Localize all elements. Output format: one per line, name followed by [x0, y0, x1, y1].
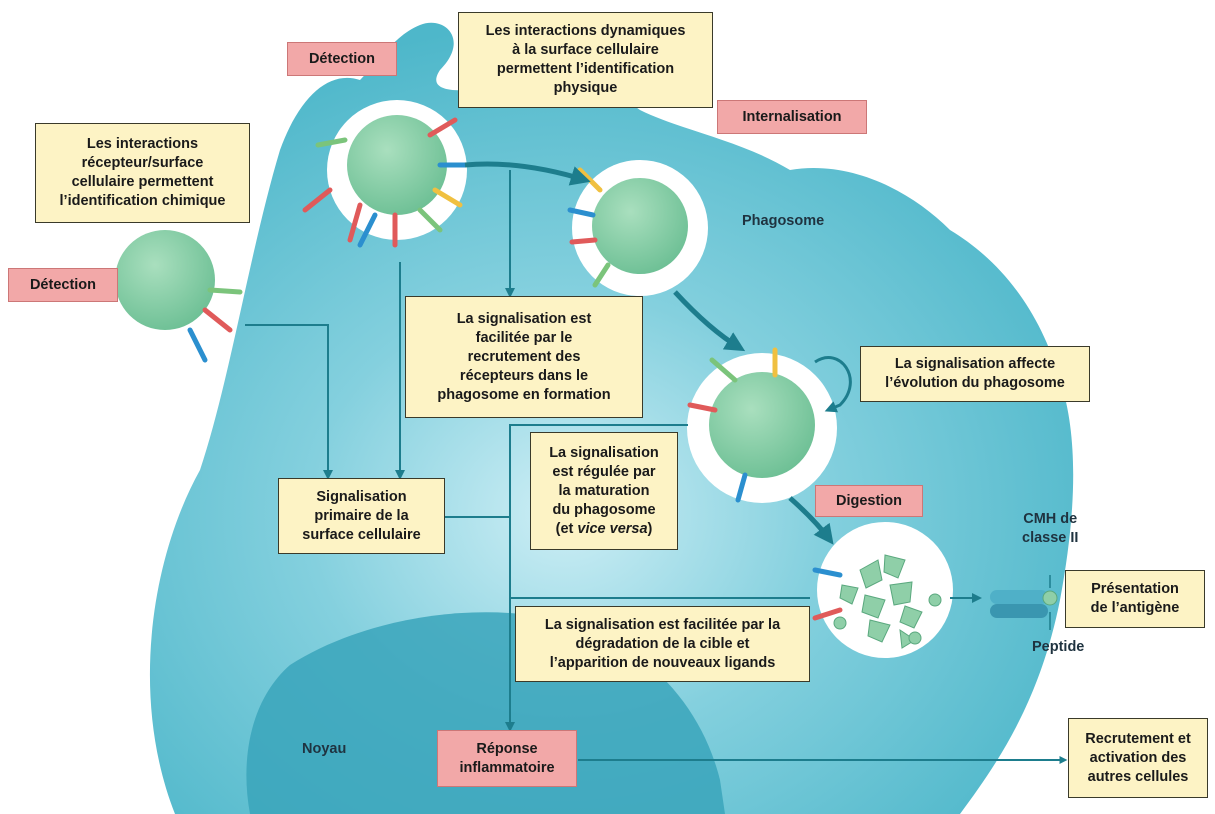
- box-line: l’apparition de nouveaux ligands: [549, 654, 776, 671]
- box-line: physique: [553, 80, 618, 96]
- box-line: La signalisation: [549, 444, 659, 461]
- vice-versa-italic: vice versa: [577, 520, 648, 537]
- box-line: à la surface cellulaire: [512, 42, 659, 58]
- inflammatory-line-2: inflammatoire: [459, 759, 555, 776]
- receptor-interactions-box: Les interactions récepteur/surface cellu…: [35, 123, 250, 223]
- mhc-complex: [990, 575, 1058, 630]
- particle-top: [347, 115, 447, 215]
- phagosome-evolution-box: La signalisation affecte l’évolution du …: [860, 346, 1090, 402]
- box-line: la maturation: [558, 482, 650, 499]
- box-line: l’évolution du phagosome: [885, 375, 1065, 391]
- box-line: est régulée par: [552, 463, 656, 480]
- mhc-line-1: CMH de: [1023, 511, 1078, 527]
- box-line: Présentation: [1091, 581, 1179, 597]
- box-line: Les interactions: [86, 136, 199, 152]
- box-line: La signalisation est: [456, 310, 592, 327]
- maturation-regulation-box: La signalisation est régulée par la matu…: [530, 432, 678, 550]
- particle-left: [115, 230, 215, 330]
- phagosome-label: Phagosome: [742, 213, 825, 229]
- antigen-presentation-box: Présentation de l’antigène: [1065, 570, 1205, 628]
- recruitment-signaling-box: La signalisation est facilitée par le re…: [405, 296, 643, 418]
- box-line: facilitée par le: [475, 329, 573, 346]
- phagolysosome: [817, 522, 953, 658]
- inflammatory-response-label: Réponse inflammatoire: [437, 730, 577, 787]
- inflammatory-line-1: Réponse: [476, 740, 538, 757]
- detection-left-label: Détection: [8, 268, 118, 302]
- digestion-label: Digestion: [815, 485, 923, 517]
- box-line: activation des: [1089, 749, 1187, 766]
- box-line: permettent l’identification: [496, 61, 675, 77]
- box-line-vice-versa: (et vice versa): [556, 520, 653, 539]
- box-line: récepteur/surface: [81, 155, 204, 171]
- box-line: recrutement des: [467, 348, 581, 365]
- box-line: Les interactions dynamiques: [485, 23, 686, 39]
- box-line: surface cellulaire: [302, 526, 421, 543]
- cell-recruitment-box: Recrutement et activation des autres cel…: [1068, 718, 1208, 798]
- box-line: cellulaire permettent: [71, 174, 214, 190]
- detection-top-label: Détection: [287, 42, 397, 76]
- internalisation-label: Internalisation: [717, 100, 867, 134]
- nucleus-label: Noyau: [302, 741, 347, 757]
- dynamic-interactions-box: Les interactions dynamiques à la surface…: [458, 12, 713, 108]
- box-line: l’identification chimique: [59, 193, 226, 209]
- mhc-line-2: classe II: [1022, 530, 1079, 546]
- box-line: La signalisation affecte: [894, 356, 1056, 372]
- box-line: La signalisation est facilitée par la: [544, 616, 781, 633]
- box-line: dégradation de la cible et: [575, 635, 750, 652]
- box-line: de l’antigène: [1090, 600, 1180, 616]
- primary-signaling-box: Signalisation primaire de la surface cel…: [278, 478, 445, 554]
- vice-versa-suffix: ): [647, 520, 653, 537]
- vice-versa-prefix: (et: [555, 520, 578, 537]
- box-line: phagosome en formation: [437, 386, 611, 403]
- box-line: Signalisation: [316, 488, 407, 505]
- peptide-label: Peptide: [1032, 639, 1085, 655]
- box-line: du phagosome: [552, 501, 656, 518]
- degradation-signaling-box: La signalisation est facilitée par la dé…: [515, 606, 810, 682]
- box-line: primaire de la: [314, 507, 409, 524]
- box-line: Recrutement et: [1085, 730, 1191, 747]
- box-line: récepteurs dans le: [459, 367, 589, 384]
- mhc-label: CMH de classe II: [1022, 510, 1078, 548]
- box-line: autres cellules: [1087, 768, 1189, 785]
